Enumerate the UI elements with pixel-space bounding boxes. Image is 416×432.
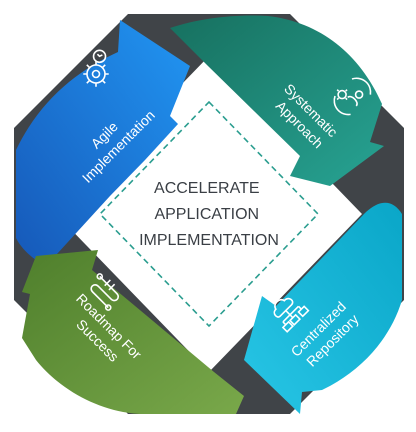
segment-roadmap-arrow	[22, 250, 244, 414]
center-dashed-border	[98, 100, 320, 328]
road-route-icon	[90, 273, 120, 311]
cloud-server-icon	[273, 297, 310, 333]
segment-repository	[244, 202, 402, 414]
center-title-line-1: ACCELERATE	[154, 180, 260, 197]
segment-repository-arrow	[244, 202, 402, 414]
center-title-line-3: IMPLEMENTATION	[139, 232, 279, 249]
segment-agile	[16, 20, 190, 266]
center-title-line-2: APPLICATION	[154, 206, 259, 223]
segment-agile-arrow	[16, 20, 190, 266]
person-cycle-icon	[333, 77, 372, 116]
segment-roadmap	[22, 250, 244, 414]
segment-systematic	[170, 15, 384, 186]
center-title: ACCELERATE APPLICATION IMPLEMENTATION	[139, 180, 279, 249]
gear-clock-icon	[83, 49, 109, 87]
segment-systematic-arrow	[170, 15, 384, 186]
